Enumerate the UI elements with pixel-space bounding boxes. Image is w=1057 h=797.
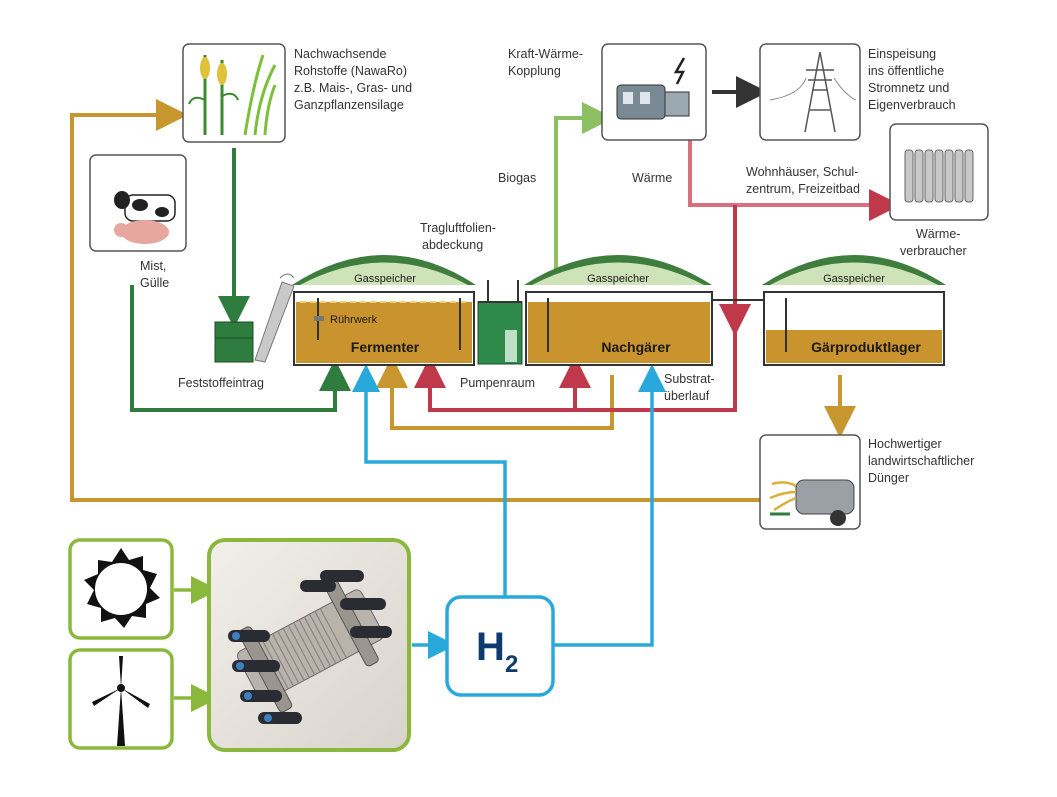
waermeverbraucher-label: Wärme- verbraucher [900, 227, 967, 258]
svg-text:ins öffentliche: ins öffentliche [868, 64, 944, 78]
crops-icon [182, 43, 286, 143]
solids-feeder [214, 273, 295, 363]
h2-to-nachgaerer-line [552, 364, 666, 647]
svg-text:Mist,: Mist, [140, 259, 166, 273]
svg-text:Eigenverbrauch: Eigenverbrauch [868, 98, 956, 112]
tragluft-label: Tragluftfolien- abdeckung [420, 221, 496, 252]
nachgaerer-label: Nachgärer [601, 339, 671, 355]
feststoff-label: Feststoffeintrag [178, 376, 264, 390]
fermenter-tank [292, 255, 476, 366]
svg-text:landwirtschaftlicher: landwirtschaftlicher [868, 454, 974, 468]
svg-text:Ganzpflanzensilage: Ganzpflanzensilage [294, 98, 404, 112]
einspeisung-label: Einspeisung ins öffentliche Stromnetz un… [868, 47, 956, 112]
h2-box: H 2 [445, 595, 555, 697]
svg-text:Rohstoffe (NawaRo): Rohstoffe (NawaRo) [294, 64, 407, 78]
svg-text:Wohnhäuser, Schul-: Wohnhäuser, Schul- [746, 165, 858, 179]
h2-label: H [476, 625, 505, 669]
waerme-label: Wärme [632, 171, 672, 185]
engine-icon [601, 43, 707, 141]
gasspeicher-label-1: Gasspeicher [354, 273, 416, 285]
svg-text:abdeckung: abdeckung [422, 238, 483, 252]
h2-to-fermenter-line [352, 364, 507, 596]
svg-text:Stromnetz und: Stromnetz und [868, 81, 949, 95]
svg-text:Gülle: Gülle [140, 276, 169, 290]
recirculation-line [376, 356, 614, 430]
svg-text:Kopplung: Kopplung [508, 64, 561, 78]
sun-icon [68, 538, 174, 640]
svg-text:Nachwachsende: Nachwachsende [294, 47, 386, 61]
h2-subscript: 2 [505, 651, 518, 678]
ruehrwerk-label: Rührwerk [330, 314, 378, 326]
heat-supply-line [688, 140, 901, 221]
svg-text:Einspeisung: Einspeisung [868, 47, 936, 61]
heat-loop-line [414, 300, 737, 412]
kwk-label: Kraft-Wärme- Kopplung [508, 47, 583, 78]
pump-room [477, 280, 523, 365]
svg-text:zentrum, Freizeitbad: zentrum, Freizeitbad [746, 182, 860, 196]
mist-label: Mist, Gülle [140, 259, 169, 290]
svg-text:Kraft-Wärme-: Kraft-Wärme- [508, 47, 583, 61]
svg-text:z.B. Mais-, Gras- und: z.B. Mais-, Gras- und [294, 81, 412, 95]
spreader-icon [759, 434, 861, 530]
duenger-label: Hochwertiger landwirtschaftlicher Dünger [868, 437, 974, 485]
gaerprodukt-label: Gärproduktlager [811, 339, 921, 355]
svg-text:Hochwertiger: Hochwertiger [868, 437, 942, 451]
fermenter-label: Fermenter [351, 339, 420, 355]
gasspeicher-label-3: Gasspeicher [823, 273, 885, 285]
manure-line [130, 285, 351, 412]
pumpenraum-label: Pumpenraum [460, 376, 535, 390]
substrat-label: Substrat- überlauf [664, 372, 715, 403]
gasspeicher-label-2: Gasspeicher [587, 273, 649, 285]
pylon-icon [759, 43, 861, 141]
biogas-line [554, 102, 614, 270]
nawaro-label: Nachwachsende Rohstoffe (NawaRo) z.B. Ma… [294, 47, 412, 112]
wind-turbine-icon [68, 648, 174, 750]
svg-text:Dünger: Dünger [868, 471, 909, 485]
svg-text:verbraucher: verbraucher [900, 244, 967, 258]
fertilizer-return-line [70, 99, 760, 502]
biogas-label: Biogas [498, 171, 536, 185]
svg-text:überlauf: überlauf [664, 389, 710, 403]
radiator-icon [889, 123, 989, 221]
cow-pig-icon [89, 154, 187, 252]
electrolyzer-icon [207, 538, 411, 752]
svg-text:Wärme-: Wärme- [916, 227, 960, 241]
storage-tank [762, 255, 946, 366]
wohnhaeuser-label: Wohnhäuser, Schul- zentrum, Freizeitbad [746, 165, 860, 196]
nachgaerer-tank [524, 255, 713, 366]
svg-text:Tragluftfolien-: Tragluftfolien- [420, 221, 496, 235]
svg-text:Substrat-: Substrat- [664, 372, 715, 386]
